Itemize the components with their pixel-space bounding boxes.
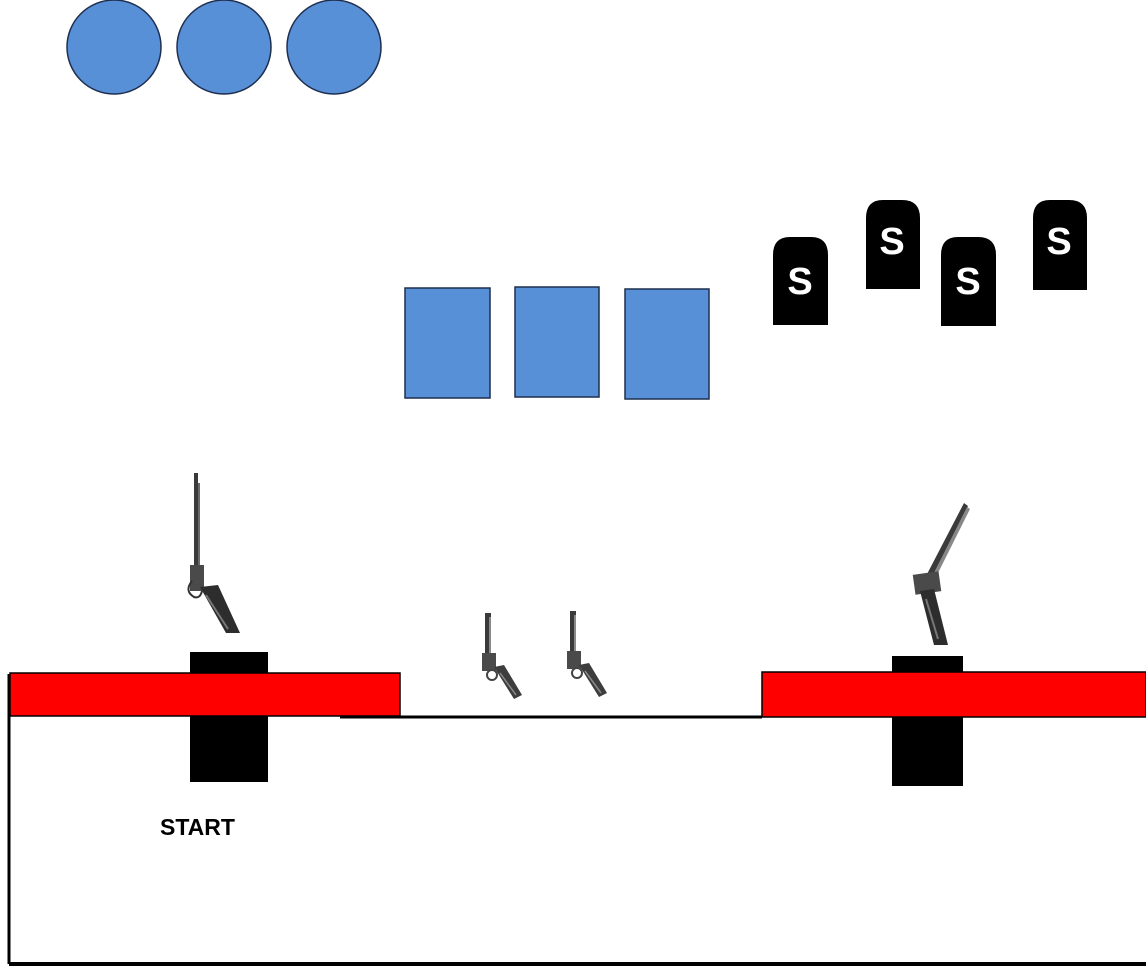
rectangle-targets [404, 286, 710, 400]
s-targets: S S S S [773, 200, 1087, 326]
s-target-1: S [773, 237, 828, 325]
s-target-letter: S [787, 261, 812, 303]
s-target-letter: S [1046, 221, 1071, 263]
shotgun-icon [911, 502, 971, 646]
circle-targets [66, 0, 382, 95]
s-target-letter: S [879, 221, 904, 263]
right-table-top [761, 671, 1146, 718]
circle-target-2 [176, 0, 272, 95]
bay-outline [7, 674, 1146, 966]
s-target-4: S [1033, 200, 1087, 290]
right-table [761, 656, 1146, 786]
revolver-icon [566, 610, 608, 698]
lever-action-rifle-icon [187, 472, 241, 634]
left-table [9, 652, 401, 782]
circle-target-3 [286, 0, 382, 95]
rectangle-target-3 [624, 288, 710, 400]
s-target-3: S [941, 237, 996, 326]
start-label: START [160, 814, 235, 840]
rectangle-target-1 [404, 287, 491, 399]
s-target-letter: S [955, 261, 980, 303]
circle-target-1 [66, 0, 162, 95]
left-table-top [9, 672, 401, 717]
left-post [190, 652, 268, 782]
rectangle-target-2 [514, 286, 600, 398]
s-target-2: S [866, 200, 920, 289]
revolver-icon [481, 612, 523, 700]
